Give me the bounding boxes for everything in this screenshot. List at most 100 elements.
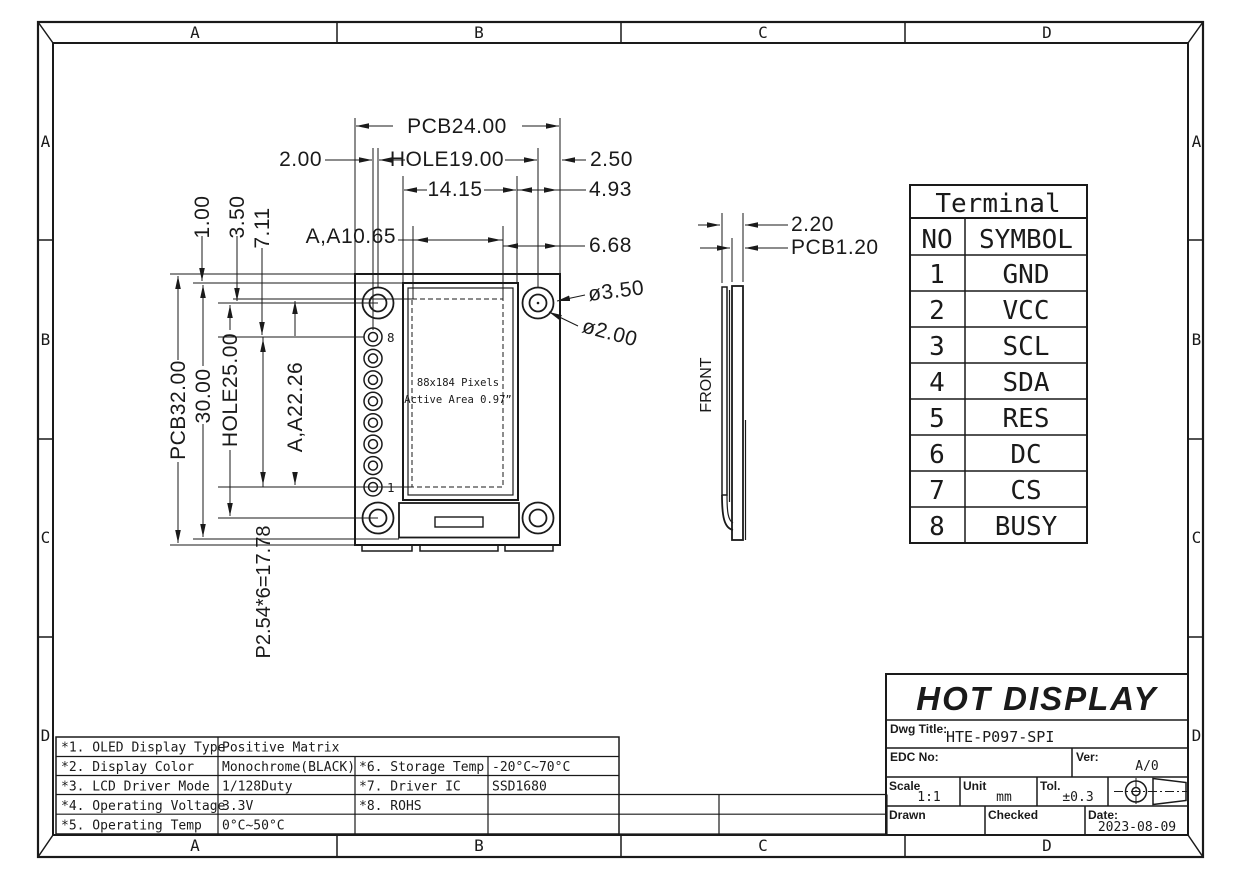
dim-hole-dia-inner: ø2.00 bbox=[580, 315, 640, 352]
pin-number-top: 8 bbox=[387, 330, 395, 345]
zone-letter-right-a: A bbox=[1192, 132, 1202, 151]
dim-pcb-height: PCB32.00 bbox=[167, 360, 190, 460]
dim-active-right-margin: 6.68 bbox=[589, 234, 632, 257]
spec-row: *2. Display Color Monochrome(BLACK) *6. … bbox=[61, 760, 570, 775]
svg-text:1/128Duty: 1/128Duty bbox=[222, 780, 293, 795]
zone-letter-bottom-d: D bbox=[1042, 836, 1052, 855]
terminal-table-title: Terminal bbox=[935, 189, 1060, 219]
dim-pcb-width: PCB24.00 bbox=[407, 115, 507, 138]
spec-table-border bbox=[55, 736, 620, 835]
terminal-table-border bbox=[909, 184, 1088, 544]
fpc-slot bbox=[434, 516, 484, 528]
spec-row: *5. Operating Temp 0°C~50°C bbox=[61, 819, 285, 834]
extension-lines bbox=[170, 118, 561, 546]
svg-text:RES: RES bbox=[1003, 404, 1050, 434]
zone-letter-left-b: B bbox=[41, 330, 51, 349]
drawn-label: Drawn bbox=[889, 808, 926, 822]
dim-glass-top-offset: 1.00 bbox=[191, 196, 214, 239]
terminal-col-symbol: SYMBOL bbox=[979, 225, 1073, 255]
svg-text:0°C~50°C: 0°C~50°C bbox=[222, 819, 285, 834]
svg-text:*8. ROHS: *8. ROHS bbox=[359, 799, 422, 814]
terminal-row: 6 DC bbox=[929, 440, 1041, 470]
dim-hole-right-margin: 2.50 bbox=[590, 148, 633, 171]
svg-text:4: 4 bbox=[929, 368, 945, 398]
edc-no-label: EDC No: bbox=[890, 750, 939, 764]
dwg-title-value: HTE-P097-SPI bbox=[946, 728, 1054, 746]
dim-hole-top-offset: 3.50 bbox=[226, 196, 249, 239]
title-block: HOT DISPLAY Dwg Title: HTE-P097-SPI EDC … bbox=[885, 673, 1189, 836]
svg-text:*1. OLED Display Type: *1. OLED Display Type bbox=[61, 741, 226, 756]
dim-pin-top-offset: 7.11 bbox=[251, 207, 274, 248]
svg-text:VCC: VCC bbox=[1003, 296, 1050, 326]
terminal-row: 1 GND bbox=[929, 260, 1049, 290]
pcb-outline bbox=[354, 273, 561, 546]
dim-glass-right-margin: 4.93 bbox=[589, 178, 632, 201]
zone-letter-top-c: C bbox=[758, 23, 768, 42]
dim-hole-spacing-h: HOLE19.00 bbox=[390, 148, 504, 171]
svg-text:Monochrome(BLACK): Monochrome(BLACK) bbox=[222, 760, 355, 775]
zone-letter-right-b: B bbox=[1192, 330, 1202, 349]
active-area-dashed bbox=[411, 298, 504, 488]
mounting-hole bbox=[361, 286, 395, 320]
spec-table: *1. OLED Display Type Positive Matrix *2… bbox=[55, 736, 888, 835]
zone-letter-top-b: B bbox=[474, 23, 484, 42]
svg-text:SSD1680: SSD1680 bbox=[492, 780, 547, 795]
terminal-row: 2 VCC bbox=[929, 296, 1049, 326]
terminal-row: 8 BUSY bbox=[929, 512, 1057, 542]
dim-hole-spacing-v: HOLE25.00 bbox=[219, 333, 242, 447]
side-view-label: FRONT bbox=[698, 357, 715, 412]
unit-value: mm bbox=[996, 790, 1012, 805]
scale-value: 1:1 bbox=[917, 790, 940, 805]
svg-text:6: 6 bbox=[929, 440, 945, 470]
dim-pcb-thickness: PCB1.20 bbox=[791, 236, 879, 259]
svg-text:Positive Matrix: Positive Matrix bbox=[222, 741, 340, 756]
svg-text:GND: GND bbox=[1003, 260, 1050, 290]
front-view: 8 1 bbox=[167, 115, 645, 658]
svg-text:*3. LCD Driver Mode: *3. LCD Driver Mode bbox=[61, 780, 210, 795]
svg-text:*6. Storage Temp: *6. Storage Temp bbox=[359, 760, 484, 775]
terminal-table-gridlines bbox=[910, 218, 1087, 543]
side-view: 2.20 PCB1.20 FRONT bbox=[698, 213, 879, 541]
terminal-row: 3 SCL bbox=[929, 332, 1049, 362]
spec-row: *1. OLED Display Type Positive Matrix bbox=[61, 741, 340, 756]
svg-text:3: 3 bbox=[929, 332, 945, 362]
display-resolution-label: 88x184 Pixels bbox=[417, 377, 499, 389]
leader-hole-outer-dia bbox=[556, 294, 586, 302]
fpc-hatched-area bbox=[398, 502, 520, 539]
mounting-hole bbox=[361, 501, 395, 535]
svg-text:*7. Driver IC: *7. Driver IC bbox=[359, 780, 461, 795]
title-block-gridlines bbox=[886, 719, 1188, 835]
zone-letter-bottom-b: B bbox=[474, 836, 484, 855]
svg-text:CS: CS bbox=[1010, 476, 1041, 506]
pcb-profile bbox=[731, 285, 744, 541]
zone-letter-top-d: D bbox=[1042, 23, 1052, 42]
zone-letter-bottom-c: C bbox=[758, 836, 768, 855]
dim-overall-thickness: 2.20 bbox=[791, 213, 834, 236]
frame-corner-diagonals bbox=[37, 21, 1204, 858]
display-bezel-outline bbox=[407, 287, 514, 496]
tol-label: Tol. bbox=[1040, 779, 1060, 793]
dim-pin-pitch: P2.54*6=17.78 bbox=[253, 526, 275, 659]
svg-text:*2. Display Color: *2. Display Color bbox=[61, 760, 194, 775]
svg-text:*5. Operating Temp: *5. Operating Temp bbox=[61, 819, 202, 834]
sheet-frame: A B C D A B C D A B C D A B C D bbox=[36, 20, 1205, 859]
mounting-holes bbox=[361, 286, 555, 535]
tol-value: ±0.3 bbox=[1062, 790, 1093, 805]
terminal-row: 5 RES bbox=[929, 404, 1049, 434]
zone-letter-top-a: A bbox=[190, 23, 200, 42]
svg-text:DC: DC bbox=[1010, 440, 1041, 470]
svg-text:5: 5 bbox=[929, 404, 945, 434]
display-glass-outline bbox=[402, 282, 519, 501]
ver-value: A/0 bbox=[1135, 759, 1158, 774]
panel-profile bbox=[721, 286, 728, 496]
svg-text:SDA: SDA bbox=[1003, 368, 1050, 398]
svg-text:7: 7 bbox=[929, 476, 945, 506]
spec-table-gridlines bbox=[56, 737, 888, 835]
pin-holes bbox=[363, 327, 383, 497]
svg-text:-20°C~70°C: -20°C~70°C bbox=[492, 760, 570, 775]
zone-letter-bottom-a: A bbox=[190, 836, 200, 855]
checked-label: Checked bbox=[988, 808, 1038, 822]
zone-letter-right-c: C bbox=[1192, 528, 1202, 547]
